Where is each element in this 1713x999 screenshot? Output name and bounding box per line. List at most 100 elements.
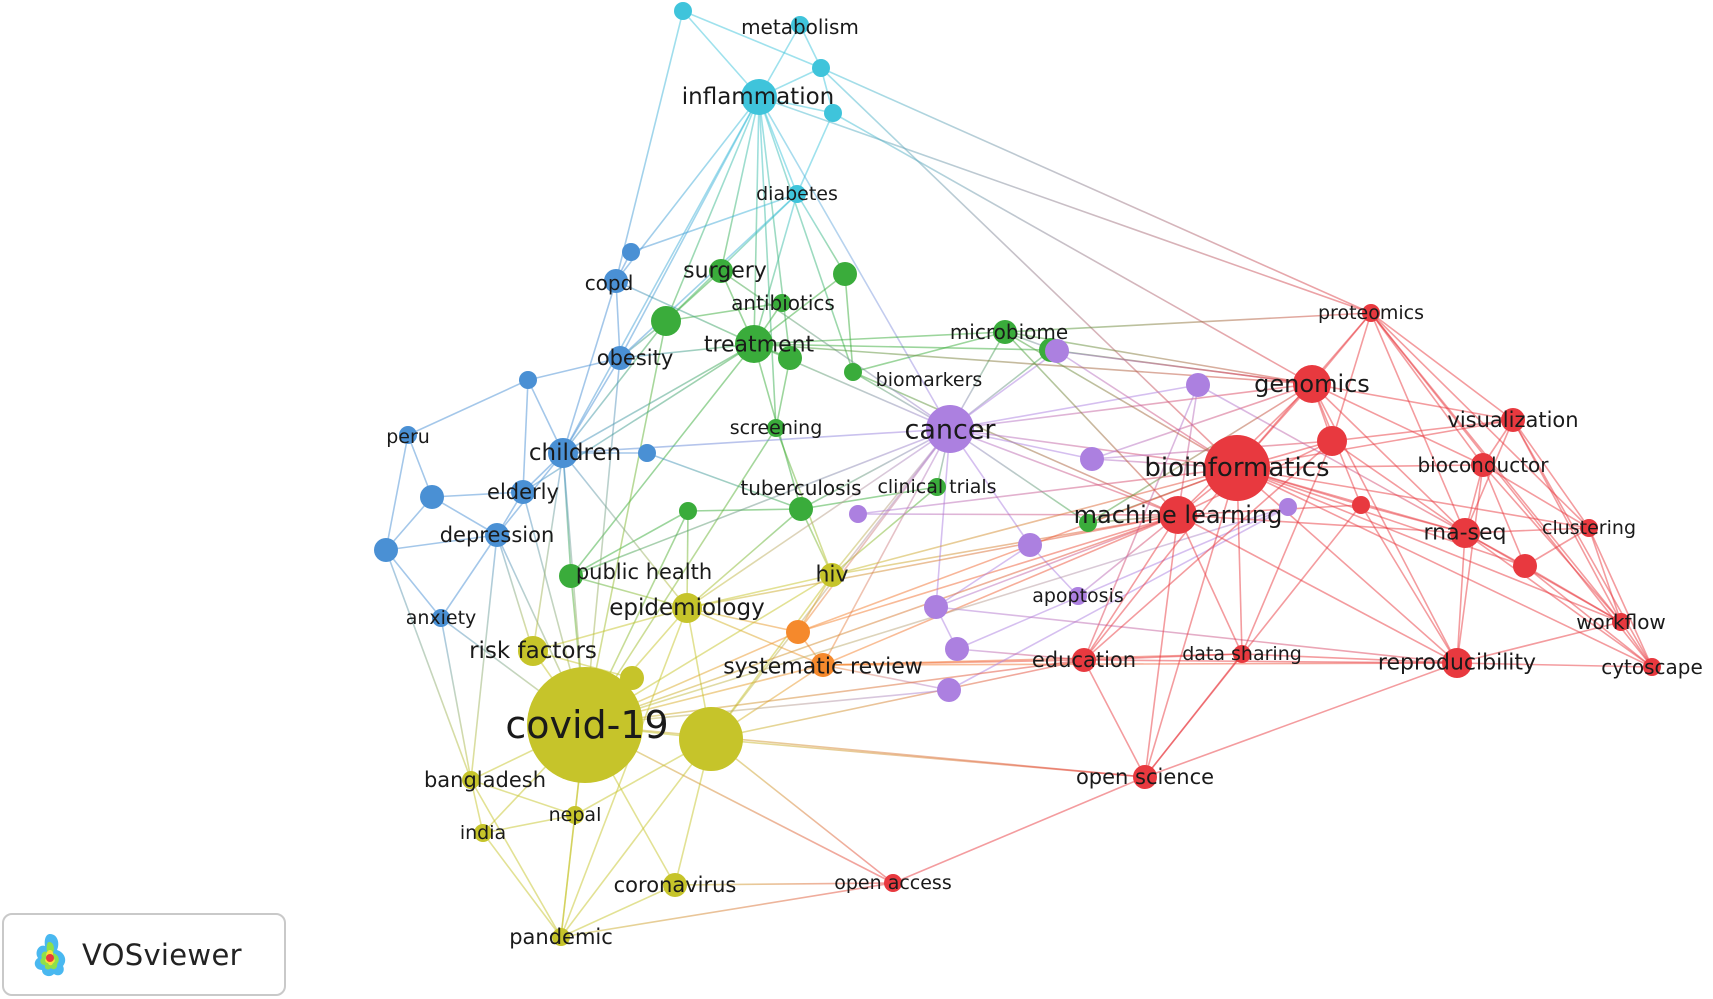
node-tuberculosis[interactable] [789, 497, 813, 521]
node-visualization[interactable] [1501, 408, 1525, 432]
label-antibiotics[interactable]: antibiotics [731, 291, 835, 315]
label-reproducibility[interactable]: reproducibility [1378, 651, 1536, 676]
node-gr6[interactable] [1079, 514, 1097, 532]
node-bl2[interactable] [519, 371, 537, 389]
node-diabetes[interactable] [788, 185, 806, 203]
node-cy3[interactable] [824, 104, 842, 122]
node-pu2[interactable] [1080, 447, 1104, 471]
label-apoptosis[interactable]: apoptosis [1032, 585, 1124, 607]
node-gr1[interactable] [651, 306, 681, 336]
node-bioconductor[interactable] [1471, 453, 1495, 477]
node-copd[interactable] [604, 269, 628, 293]
node-pu8[interactable] [937, 678, 961, 702]
label-children[interactable]: children [529, 440, 621, 466]
node-pu9[interactable] [849, 505, 867, 523]
node-inflammation[interactable] [741, 79, 777, 115]
label-open-science[interactable]: open science [1076, 765, 1214, 789]
node-machine-learning[interactable] [1159, 496, 1197, 534]
label-cytoscape[interactable]: cytoscape [1601, 655, 1703, 679]
label-hiv[interactable]: hiv [815, 563, 848, 588]
label-proteomics[interactable]: proteomics [1318, 302, 1424, 324]
node-or1[interactable] [786, 620, 810, 644]
label-epidemiology[interactable]: epidemiology [609, 595, 764, 621]
label-machine-learning[interactable]: machine learning [1074, 501, 1283, 529]
node-pandemic[interactable] [552, 928, 570, 946]
node-rd1[interactable] [1317, 426, 1347, 456]
node-cy2[interactable] [812, 59, 830, 77]
node-cancer[interactable] [926, 405, 974, 453]
node-pu3[interactable] [1186, 373, 1210, 397]
node-bl5[interactable] [374, 538, 398, 562]
label-data-sharing[interactable]: data sharing [1182, 643, 1302, 665]
label-tuberculosis[interactable]: tuberculosis [740, 476, 861, 500]
node-depression[interactable] [485, 523, 509, 547]
node-bl4[interactable] [638, 444, 656, 462]
label-genomics[interactable]: genomics [1254, 370, 1370, 398]
label-education[interactable]: education [1032, 648, 1136, 672]
node-treatment[interactable] [735, 325, 773, 363]
node-antibiotics[interactable] [773, 294, 791, 312]
node-covid19[interactable] [527, 667, 643, 783]
label-cancer[interactable]: cancer [904, 415, 996, 446]
node-gr2[interactable] [833, 262, 857, 286]
label-screening[interactable]: screening [730, 417, 823, 439]
node-ye1[interactable] [679, 707, 743, 771]
label-surgery[interactable]: surgery [683, 259, 767, 284]
label-inflammation[interactable]: inflammation [682, 84, 835, 110]
node-elderly[interactable] [511, 480, 535, 504]
node-pu7[interactable] [1279, 498, 1297, 516]
node-india[interactable] [474, 824, 492, 842]
label-elderly[interactable]: elderly [487, 480, 559, 504]
node-cytoscape[interactable] [1643, 658, 1661, 676]
label-bangladesh[interactable]: bangladesh [424, 768, 546, 792]
node-workflow[interactable] [1612, 613, 1630, 631]
label-clinical-trials[interactable]: clinical trials [877, 476, 996, 498]
label-peru[interactable]: peru [386, 426, 430, 448]
label-nepal[interactable]: nepal [549, 804, 602, 826]
node-peru[interactable] [399, 426, 417, 444]
node-education[interactable] [1072, 648, 1096, 672]
label-visualization[interactable]: visualization [1447, 408, 1578, 432]
label-depression[interactable]: depression [440, 523, 555, 547]
node-metabolism[interactable] [791, 16, 809, 34]
node-pu4[interactable] [1018, 533, 1042, 557]
node-clustering[interactable] [1580, 519, 1598, 537]
label-rna-seq[interactable]: rna-seq [1424, 521, 1507, 546]
node-bl3[interactable] [420, 485, 444, 509]
label-workflow[interactable]: workflow [1576, 610, 1666, 634]
node-biomarkers[interactable] [844, 363, 862, 381]
label-treatment[interactable]: treatment [704, 333, 815, 358]
node-open-science[interactable] [1133, 765, 1157, 789]
node-cy1[interactable] [674, 2, 692, 20]
label-bioconductor[interactable]: bioconductor [1417, 453, 1549, 477]
node-risk-factors[interactable] [518, 636, 548, 666]
node-obesity[interactable] [608, 346, 632, 370]
label-systematic-review[interactable]: systematic review [723, 655, 923, 680]
node-gr5[interactable] [679, 502, 697, 520]
node-public-health[interactable] [559, 564, 583, 588]
node-children[interactable] [548, 438, 578, 468]
node-bl1[interactable] [622, 243, 640, 261]
node-proteomics[interactable] [1362, 304, 1380, 322]
node-anxiety[interactable] [432, 609, 450, 627]
label-copd[interactable]: copd [585, 271, 634, 295]
node-microbiome[interactable] [993, 320, 1017, 344]
node-coronavirus[interactable] [663, 873, 687, 897]
node-data-sharing[interactable] [1233, 645, 1251, 663]
label-india[interactable]: india [460, 822, 506, 844]
label-metabolism[interactable]: metabolism [741, 15, 859, 39]
node-bangladesh[interactable] [462, 771, 480, 789]
node-rd3[interactable] [1513, 554, 1537, 578]
node-gr3[interactable] [778, 346, 802, 370]
label-coronavirus[interactable]: coronavirus [614, 873, 737, 897]
node-pu6[interactable] [945, 637, 969, 661]
node-bioinformatics[interactable] [1204, 435, 1270, 501]
node-screening[interactable] [767, 419, 785, 437]
node-open-access[interactable] [884, 874, 902, 892]
node-rna-seq[interactable] [1450, 518, 1480, 548]
node-systematic-review[interactable] [811, 653, 835, 677]
label-clustering[interactable]: clustering [1542, 517, 1636, 539]
node-clinical-trials[interactable] [928, 478, 946, 496]
node-rd2[interactable] [1352, 496, 1370, 514]
label-public-health[interactable]: public health [576, 560, 712, 584]
